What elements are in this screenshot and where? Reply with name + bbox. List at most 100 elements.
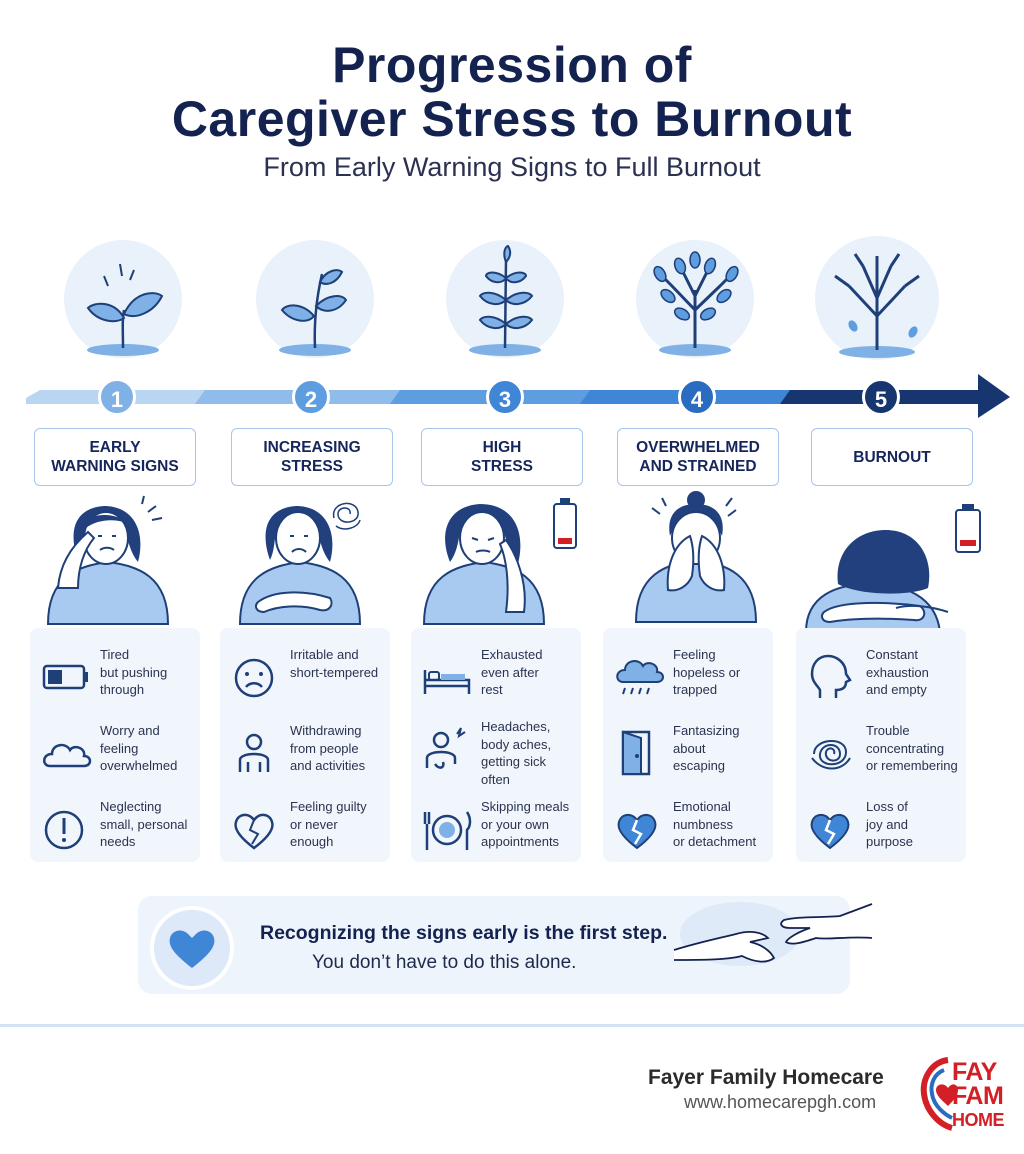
symptom-text-line: needs: [100, 834, 136, 849]
symptom-text-line: rest: [481, 682, 503, 697]
plate-utensils-icon: [423, 811, 472, 850]
person-pain-icon: [425, 727, 466, 769]
title-line-2: Caregiver Stress to Burnout: [171, 91, 853, 147]
symptom-text-line: often: [481, 771, 510, 787]
page-title: Progression of Caregiver Stress to Burno…: [0, 38, 1024, 146]
symptom-text-line: joy and: [866, 816, 908, 832]
helping-hands-icon: [673, 902, 873, 966]
stressed-person-stage-3-icon: [420, 492, 580, 631]
symptom-text-line: Worry and: [100, 723, 160, 738]
logo-text-line-1: FAY: [952, 1058, 997, 1086]
symptom-text-line: hopeless or: [673, 664, 741, 680]
symptom-text-line: Trouble: [866, 723, 910, 738]
stage-label-text: BURNOUT: [853, 448, 931, 467]
brand-logo: FAY FAM HOME: [918, 1052, 1024, 1132]
symptom-text-line: Constant: [866, 647, 919, 662]
title-line-1: Progression of: [332, 37, 692, 93]
symptom-text-line: or never: [290, 816, 338, 832]
symptom-text-line: Feeling: [673, 647, 716, 662]
bed-icon: [423, 670, 471, 694]
symptom-text-line: trapped: [673, 682, 718, 697]
head-profile-icon: [810, 654, 852, 698]
symptom-text-line: exhaustion: [866, 664, 929, 680]
symptom-text-line: getting sick: [481, 754, 547, 769]
stage-number-4: 4: [678, 378, 716, 416]
symptom-text-line: through: [100, 682, 145, 697]
stage-label-line-1: EARLY: [89, 439, 141, 456]
symptom-text-line: numbness: [673, 816, 733, 832]
heart-icon: [169, 930, 215, 968]
banner-headline: Recognizing the signs early is the first…: [260, 922, 668, 944]
cracked-heart-icon: [234, 813, 274, 850]
stage-label-line-1: INCREASING: [263, 439, 361, 456]
page-subtitle: From Early Warning Signs to Full Burnout: [263, 152, 761, 182]
banner-subline: You don’t have to do this alone.: [312, 952, 577, 973]
symptom-text-line: even after: [481, 664, 539, 680]
stage-label-5: BURNOUT: [811, 428, 973, 486]
symptom-text-line: Headaches,: [481, 719, 551, 734]
symptom-text: Worry and feeling overwhelmed: [100, 722, 200, 775]
stressed-person-stage-1-icon: [38, 492, 188, 631]
stage-label-line-1: BURNOUT: [853, 448, 931, 466]
battery-low-icon: [42, 664, 88, 690]
stage-label-line-2: STRESS: [470, 458, 533, 475]
stage-label-line-2: STRESS: [280, 458, 343, 475]
logo-heart-icon: [920, 1057, 958, 1131]
heart-badge: [150, 906, 234, 990]
stage-number-3: 3: [486, 378, 524, 416]
stage-label-text: INCREASING STRESS: [263, 438, 360, 476]
symptom-item: Feeling hopeless or trapped: [603, 646, 773, 706]
brand-url[interactable]: www.homecarepgh.com: [684, 1092, 877, 1112]
exclamation-circle-icon: [44, 810, 84, 850]
symptom-text-line: Tired: [100, 647, 130, 662]
logo-text-line-3: HOME: [952, 1110, 1005, 1130]
symptom-text-line: and empty: [866, 682, 927, 697]
stage-number-5: 5: [862, 378, 900, 416]
symptom-item: Worry and feeling overwhelmed: [30, 722, 200, 782]
footer-divider: [0, 1024, 1024, 1027]
symptom-text-line: appointments: [481, 834, 560, 849]
stressed-person-stage-5-icon: [800, 500, 990, 639]
stage-number-1: 1: [98, 378, 136, 416]
symptom-text-line: Loss of: [866, 799, 908, 814]
young-plant-stage-3-icon: [446, 240, 564, 358]
symptom-text: Constant exhaustion and empty: [866, 646, 966, 699]
bare-tree-stage-5-icon: [815, 236, 939, 360]
logo-text-line-2: FAM: [952, 1082, 1004, 1110]
rain-cloud-icon: [616, 660, 664, 695]
progression-timeline: [26, 374, 1010, 418]
symptom-text-line: feeling: [100, 740, 139, 756]
stage-label-2: INCREASING STRESS: [231, 428, 393, 486]
symptom-text-line: Emotional: [673, 799, 731, 814]
symptom-text-line: or your own: [481, 816, 549, 832]
stressed-person-stage-4-icon: [632, 490, 772, 629]
person-withdrawn-icon: [238, 733, 270, 772]
symptom-text-line: overwhelmed: [100, 758, 178, 773]
symptom-text-line: about: [673, 740, 706, 756]
symptom-text-line: Fantasizing: [673, 723, 740, 738]
symptom-text-line: Withdrawing: [290, 723, 362, 738]
